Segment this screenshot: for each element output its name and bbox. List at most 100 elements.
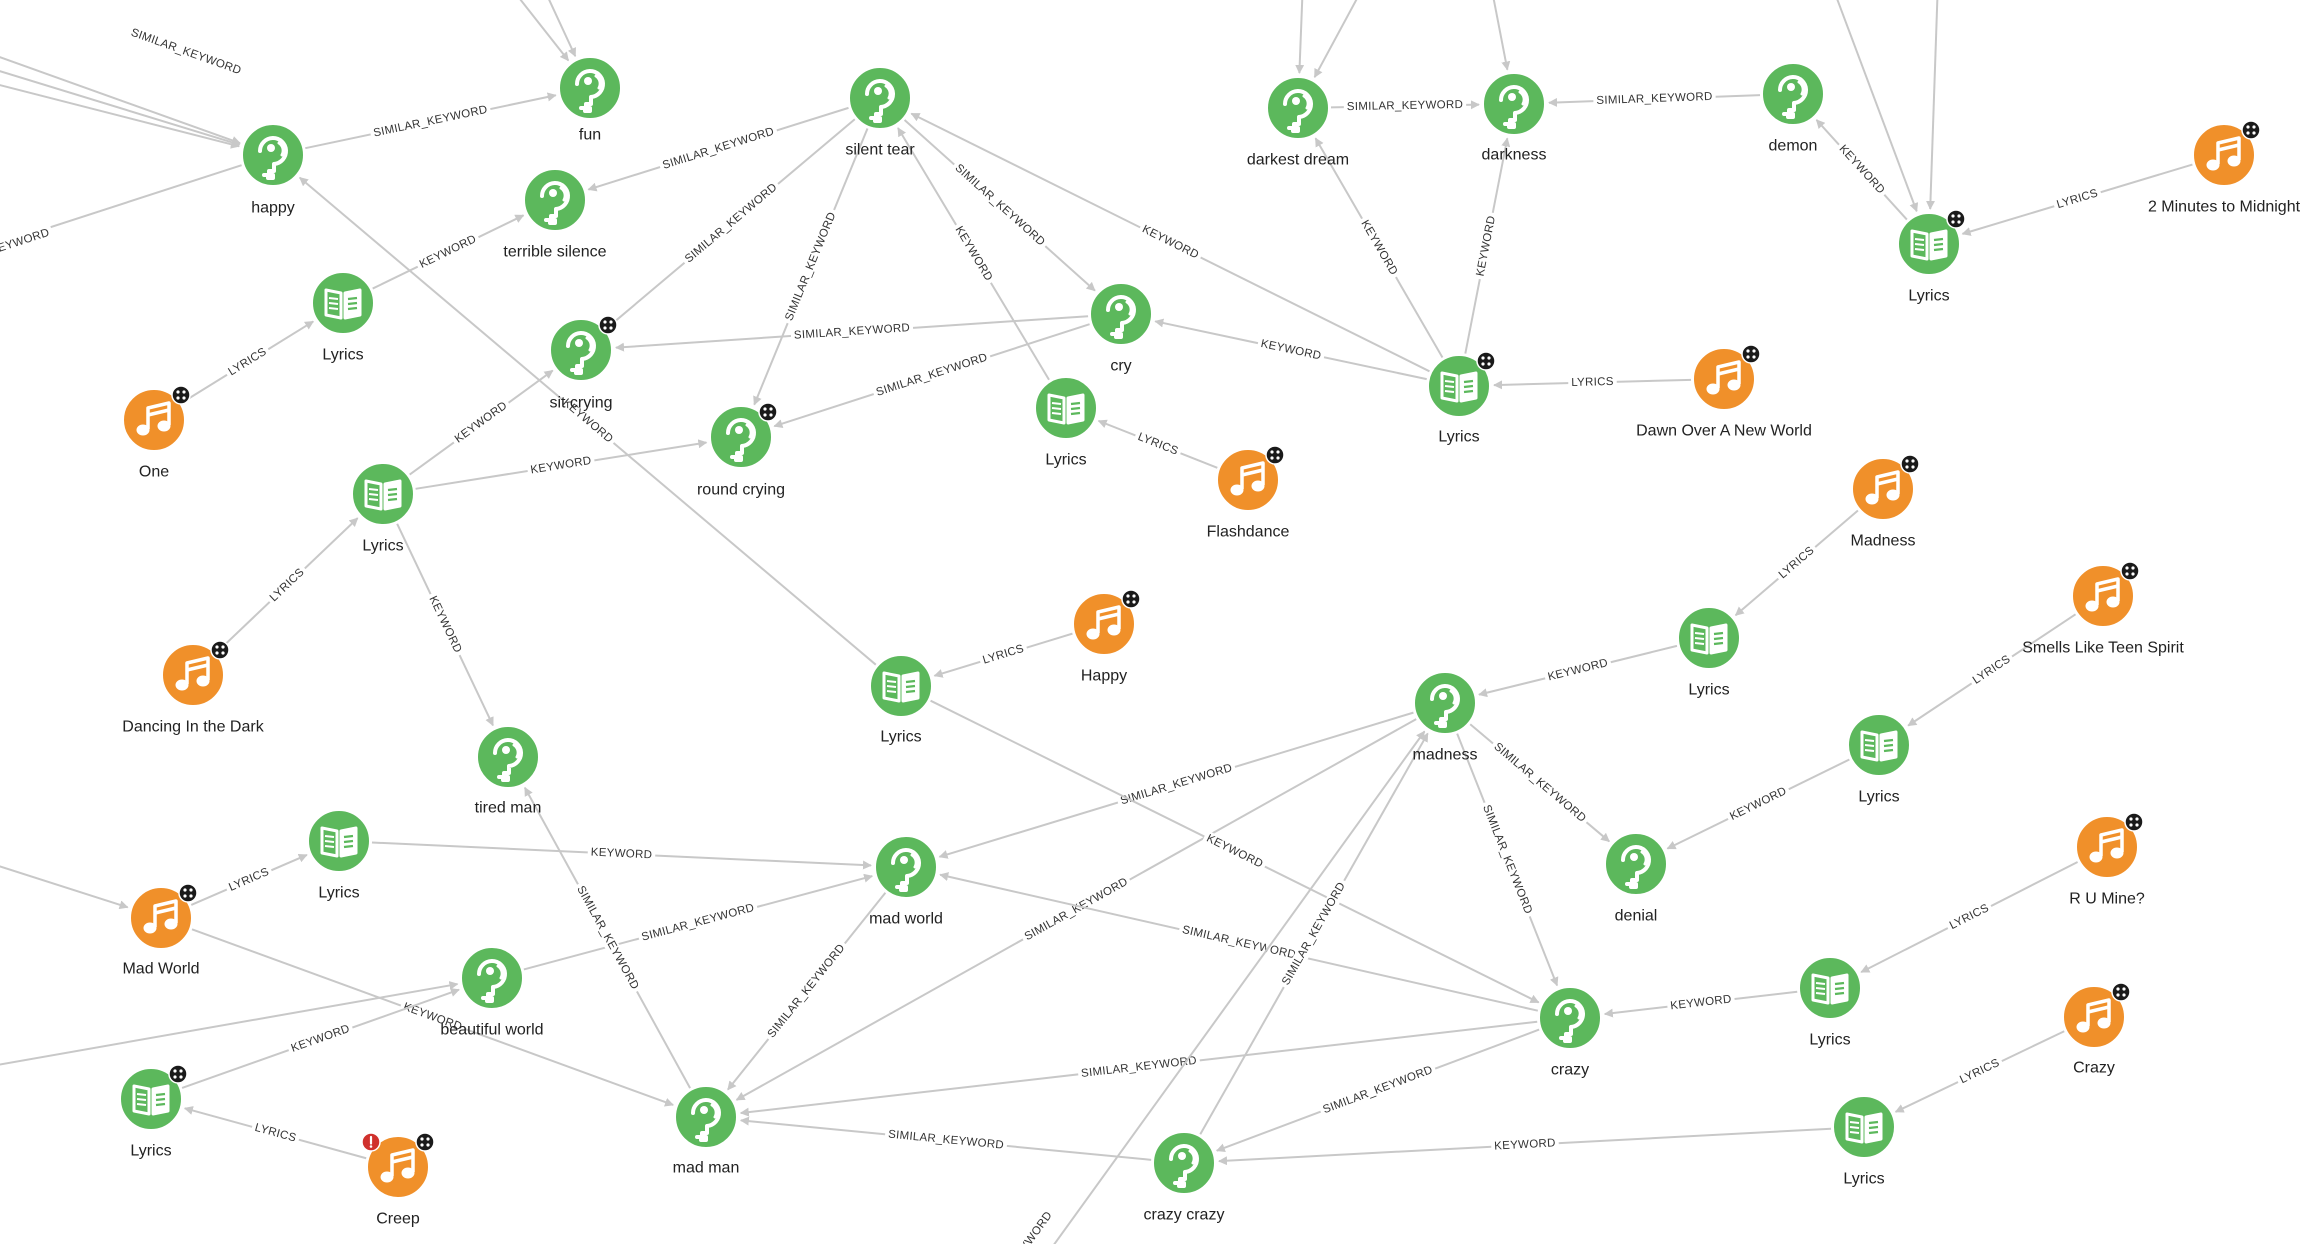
keyword-node-circle[interactable] (674, 1085, 738, 1149)
keyword-node-circle[interactable] (549, 318, 613, 382)
edge-creep-to-lyrics-creep[interactable]: LYRICS (183, 1106, 367, 1160)
edge-lyrics-dark-to-sit-crying[interactable]: KEYWORD (409, 369, 554, 476)
offscreen-edge-6-line[interactable] (540, 0, 577, 58)
lyrics-node-circle[interactable] (1034, 376, 1098, 440)
offscreen-edge-10-line[interactable] (1830, 0, 1919, 213)
expand-badge-icon[interactable] (415, 1132, 435, 1152)
offscreen-edge-11-line[interactable] (1925, 0, 1939, 210)
expand-badge-icon[interactable] (178, 883, 198, 903)
edge-lyrics-dawn-to-darkness[interactable]: KEYWORD (1464, 137, 1511, 354)
edge-lyrics-ru-to-crazy[interactable]: KEYWORD (1603, 990, 1798, 1018)
node-keyword-cry[interactable]: cry (1089, 282, 1153, 375)
edge-ru-mine-to-lyrics-ru[interactable]: LYRICS (1860, 861, 2079, 974)
node-keyword-denial[interactable]: denial (1604, 832, 1668, 925)
lyrics-node-circle[interactable] (1427, 354, 1491, 418)
edge-one-to-lyrics-one[interactable]: LYRICS (181, 320, 315, 404)
offscreen-edge-3-line[interactable] (0, 80, 240, 149)
keyword-node-circle[interactable] (558, 56, 622, 120)
offscreen-edge-9[interactable] (1490, 0, 1511, 71)
keyword-node-circle[interactable] (848, 66, 912, 130)
edge-lyrics-one-to-terrible-silence[interactable]: KEYWORD (372, 214, 525, 290)
node-song-creep[interactable]: Creep (361, 1132, 435, 1228)
offscreen-edge-2-line[interactable] (0, 65, 241, 147)
edge-madness-to-mad-man[interactable]: SIMILAR_KEYWORD (735, 718, 1417, 1101)
edge-madness-song-to-lyrics-madness[interactable]: LYRICS (1734, 509, 1859, 616)
keyword-node-circle[interactable] (460, 946, 524, 1010)
node-song-dancing[interactable]: Dancing In the Dark (122, 640, 265, 736)
edge-crazy-song-to-lyrics-crazy[interactable]: LYRICS (1894, 1030, 2065, 1113)
warning-icon[interactable] (361, 1132, 381, 1152)
edge-crazy-to-crazy-crazy[interactable]: SIMILAR_KEYWORD (1215, 1028, 1540, 1153)
node-song-ru-mine[interactable]: R U Mine? (2069, 812, 2145, 908)
edge-lyrics-dark-to-round-crying[interactable]: KEYWORD (415, 439, 708, 490)
lyrics-node-circle[interactable] (1832, 1095, 1896, 1159)
keyword-node-circle[interactable] (1482, 72, 1546, 136)
offscreen-edge-11[interactable] (1925, 0, 1939, 210)
keyword-node-circle[interactable] (476, 725, 540, 789)
node-song-crazy-song[interactable]: Crazy (2062, 982, 2131, 1077)
lyrics-node-circle[interactable] (1847, 713, 1911, 777)
node-lyrics-lyrics-creep[interactable]: Lyrics (119, 1064, 188, 1160)
keyword-node-circle[interactable] (523, 168, 587, 232)
offscreen-edge-5-line[interactable] (505, 0, 570, 62)
expand-badge-icon[interactable] (2111, 982, 2131, 1002)
offscreen-edge-1-line[interactable] (0, 50, 241, 145)
edge-flashdance-to-lyrics-flash[interactable]: LYRICS (1097, 419, 1218, 469)
offscreen-edge-6[interactable] (540, 0, 577, 58)
offscreen-edge-13-line[interactable] (0, 981, 459, 1068)
offscreen-edge-5[interactable] (505, 0, 570, 62)
node-lyrics-lyrics-dawn[interactable]: Lyrics (1427, 351, 1496, 446)
node-keyword-demon[interactable]: demon (1761, 62, 1825, 155)
expand-badge-icon[interactable] (598, 315, 618, 335)
edge-lyrics-2min-to-demon[interactable]: KEYWORD (1815, 119, 1908, 221)
node-keyword-sit-crying[interactable]: sit crying (549, 315, 618, 412)
offscreen-edge-2[interactable] (0, 65, 241, 147)
node-keyword-round-crying[interactable]: round crying (697, 402, 785, 499)
node-song-mad-world-song[interactable]: Mad World (122, 883, 200, 978)
node-keyword-crazy[interactable]: crazy (1538, 986, 1602, 1079)
offscreen-edge-10[interactable] (1830, 0, 1919, 213)
edge-demon-to-darkness[interactable]: SIMILAR_KEYWORD (1548, 89, 1761, 109)
edge-lyrics-creep-to-beautiful-world[interactable]: KEYWORD (181, 988, 460, 1089)
node-lyrics-lyrics-ru[interactable]: Lyrics (1798, 956, 1862, 1049)
node-keyword-happy[interactable]: happy (241, 123, 305, 217)
lyrics-node-circle[interactable] (869, 654, 933, 718)
edge-lyrics-flash-to-silent-tear[interactable]: KEYWORD (897, 127, 1050, 381)
node-keyword-terrible-silence[interactable]: terrible silence (503, 168, 607, 261)
edge-lyrics-crazy-to-crazy-crazy[interactable]: KEYWORD (1218, 1127, 1832, 1166)
node-lyrics-lyrics-dark[interactable]: Lyrics (351, 462, 415, 555)
offscreen-edge-14-line[interactable] (1040, 730, 1426, 1244)
expand-badge-icon[interactable] (2241, 120, 2261, 140)
keyword-node-circle[interactable] (1152, 1131, 1216, 1195)
node-song-one[interactable]: One (122, 385, 191, 481)
expand-badge-icon[interactable] (1900, 454, 1920, 474)
edge-dawn-to-lyrics-dawn[interactable]: LYRICS (1493, 374, 1692, 391)
keyword-node-circle[interactable] (874, 835, 938, 899)
edge-silent-tear-to-round-crying[interactable]: SIMILAR_KEYWORD (753, 128, 869, 406)
edge-happy-song-to-lyrics-happy[interactable]: LYRICS (933, 632, 1073, 678)
offscreen-edge-8[interactable] (1313, 0, 1367, 78)
expand-badge-icon[interactable] (1121, 589, 1141, 609)
lyrics-node-circle[interactable] (1677, 606, 1741, 670)
keyword-node-circle[interactable] (1089, 282, 1153, 346)
offscreen-edge-7-line[interactable] (1295, 0, 1305, 74)
keyword-node-circle[interactable] (1761, 62, 1825, 126)
offscreen-edge-4[interactable]: KEYWORD (0, 164, 242, 260)
edge-mad-world-song-to-lyrics-madworld[interactable]: LYRICS (190, 853, 308, 906)
edge-silent-tear-to-terrible-silence[interactable]: SIMILAR_KEYWORD (587, 106, 849, 192)
expand-badge-icon[interactable] (1741, 344, 1761, 364)
keyword-node-circle[interactable] (1266, 76, 1330, 140)
edge-crazy-crazy-to-mad-man[interactable]: SIMILAR_KEYWORD (739, 1116, 1152, 1161)
lyrics-node-circle[interactable] (311, 271, 375, 335)
edge-darkest-dream-to-darkness[interactable]: SIMILAR_KEYWORD (1330, 97, 1480, 115)
offscreen-edge-13[interactable] (0, 981, 459, 1068)
keyword-node-circle[interactable] (709, 405, 773, 469)
expand-badge-icon[interactable] (1476, 351, 1496, 371)
node-lyrics-lyrics-flash[interactable]: Lyrics (1034, 376, 1098, 469)
node-keyword-mad-man[interactable]: mad man (673, 1085, 740, 1177)
lyrics-node-circle[interactable] (307, 809, 371, 873)
node-keyword-beautiful-world[interactable]: beautiful world (440, 946, 544, 1039)
expand-badge-icon[interactable] (2124, 812, 2144, 832)
expand-badge-icon[interactable] (1946, 209, 1966, 229)
